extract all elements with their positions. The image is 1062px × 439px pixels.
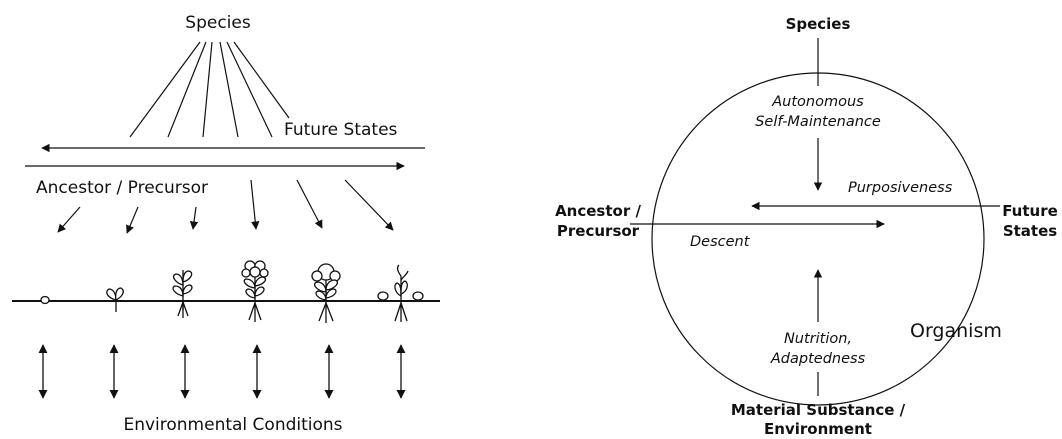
left-ancestor-label: Ancestor / Precursor — [36, 178, 208, 198]
species-fan-lines — [129, 41, 290, 138]
left-future-states-label: Future States — [284, 120, 398, 140]
seed-icon — [40, 295, 50, 305]
fruiting-plant-icon — [311, 263, 341, 323]
adaptedness-label: Adaptedness — [770, 351, 866, 367]
sprout-icon — [106, 287, 124, 312]
plant-stages — [40, 260, 424, 323]
environment-arrows — [38, 344, 406, 399]
left-panel: Species Future States Ancestor / Precurs… — [12, 13, 440, 435]
right-future-label-line1: Future — [1002, 202, 1058, 220]
seedling-icon — [172, 270, 193, 318]
nutrition-label: Nutrition, — [784, 331, 852, 347]
right-ancestor-label-line1: Ancestor / — [555, 202, 641, 220]
right-future-label-line2: States — [1003, 222, 1057, 240]
purposiveness-label: Purposiveness — [848, 180, 953, 196]
environment-label: Environment — [764, 420, 872, 438]
ancestor-arrows — [57, 179, 394, 234]
organism-label: Organism — [910, 320, 1002, 342]
material-substance-label: Material Substance / — [731, 401, 906, 419]
left-species-label: Species — [185, 13, 251, 33]
seeding-plant-icon — [377, 264, 424, 322]
right-panel: Species Autonomous Self-Maintenance Purp… — [555, 15, 1058, 438]
descent-label: Descent — [690, 234, 751, 250]
flowering-plant-icon — [241, 260, 269, 322]
autonomous-label: Autonomous — [771, 94, 864, 110]
right-species-label: Species — [786, 15, 851, 33]
left-environmental-conditions-label: Environmental Conditions — [123, 415, 342, 435]
right-ancestor-label-line2: Precursor — [557, 222, 640, 240]
self-maintenance-label: Self-Maintenance — [755, 114, 881, 130]
